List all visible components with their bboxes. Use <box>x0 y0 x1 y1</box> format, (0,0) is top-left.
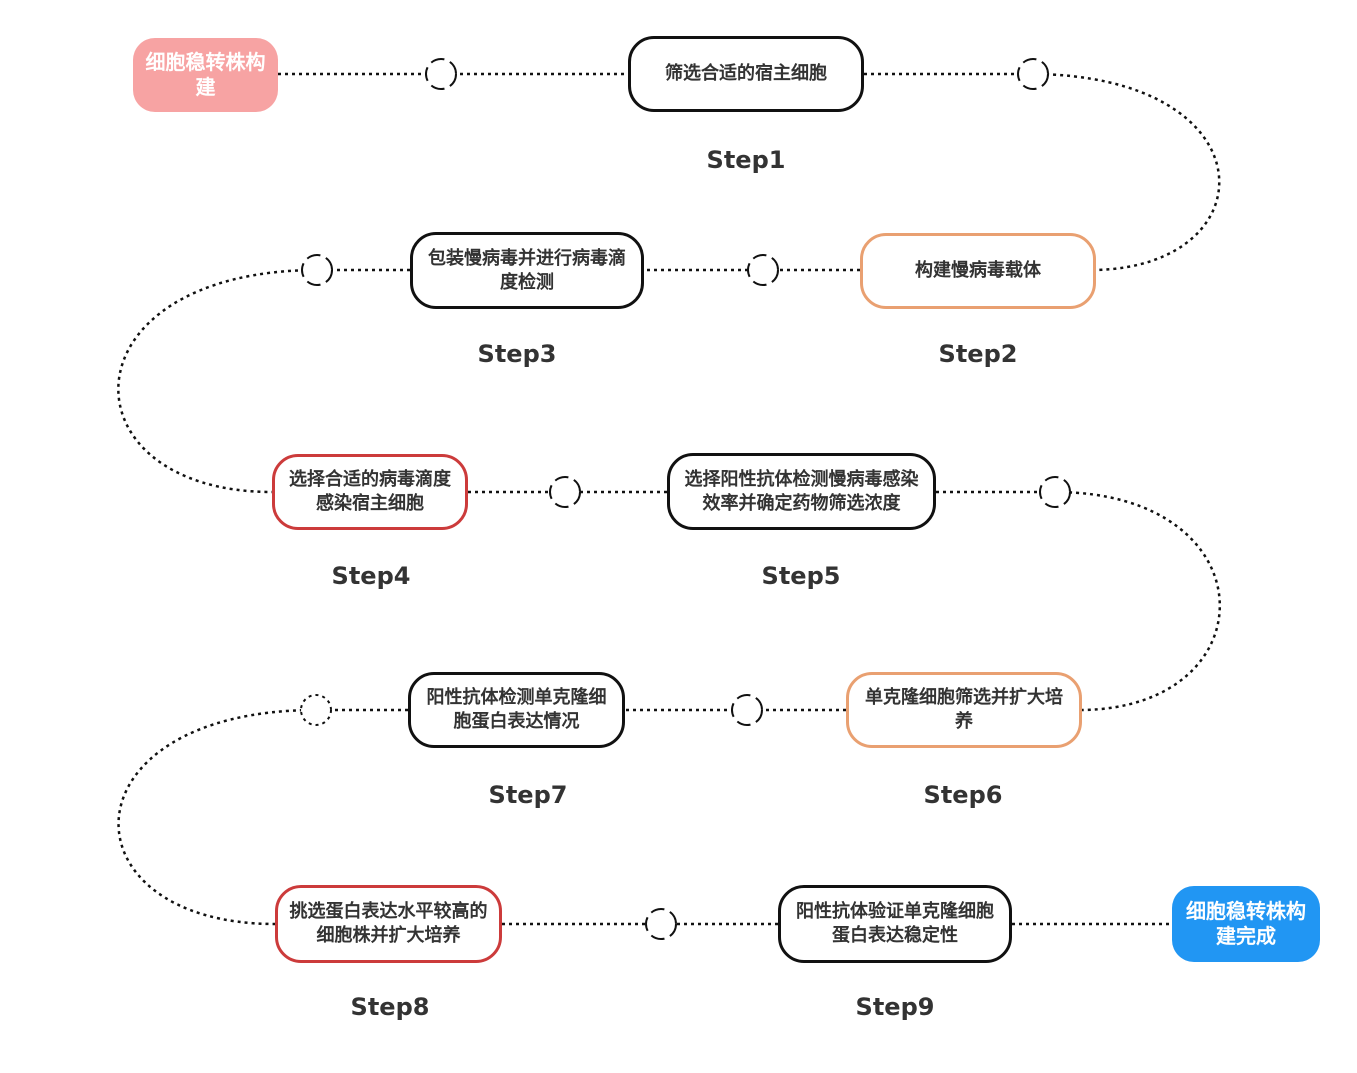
step2-text: 构建慢病毒载体 <box>915 260 1041 281</box>
step1-text: 筛选合适的宿主细胞 <box>665 63 827 84</box>
step2-label: Step2 <box>938 340 1018 368</box>
connector-node <box>1039 476 1071 508</box>
start-label: 细胞稳转株构建 <box>145 50 266 99</box>
connector-node <box>1017 58 1049 90</box>
connector-step3-step4 <box>117 268 410 494</box>
connector-step5-step6 <box>936 490 1222 712</box>
step2-box: 构建慢病毒载体 <box>860 233 1096 309</box>
step8-label: Step8 <box>350 993 430 1021</box>
step5-box: 选择阳性抗体检测慢病毒感染效率并确定药物筛选浓度 <box>667 453 936 530</box>
step9-label: Step9 <box>855 993 935 1021</box>
connector-node <box>301 254 333 286</box>
connector-node <box>425 58 457 90</box>
connector-step1-step2 <box>864 72 1221 272</box>
step4-label: Step4 <box>331 562 411 590</box>
start-pill: 细胞稳转株构建 <box>133 38 278 112</box>
step4-box: 选择合适的病毒滴度感染宿主细胞 <box>272 454 468 530</box>
step7-text: 阳性抗体检测单克隆细胞蛋白表达情况 <box>426 687 607 732</box>
step9-box: 阳性抗体验证单克隆细胞蛋白表达稳定性 <box>778 885 1012 963</box>
connector-step7-step8 <box>117 708 408 926</box>
step3-label: Step3 <box>477 340 557 368</box>
step3-box: 包装慢病毒并进行病毒滴度检测 <box>410 232 644 309</box>
connector-node <box>549 476 581 508</box>
connector-node <box>300 694 332 726</box>
step6-box: 单克隆细胞筛选并扩大培养 <box>846 672 1082 748</box>
end-pill: 细胞稳转株构建完成 <box>1172 886 1320 962</box>
end-label: 细胞稳转株构建完成 <box>1186 899 1306 948</box>
step1-box: 筛选合适的宿主细胞 <box>628 36 864 112</box>
step4-text: 选择合适的病毒滴度感染宿主细胞 <box>289 469 451 514</box>
step9-text: 阳性抗体验证单克隆细胞蛋白表达稳定性 <box>796 901 994 946</box>
connector-node <box>645 908 677 940</box>
step7-label: Step7 <box>488 781 568 809</box>
step7-box: 阳性抗体检测单克隆细胞蛋白表达情况 <box>408 672 625 748</box>
step1-label: Step1 <box>706 146 786 174</box>
step5-label: Step5 <box>761 562 841 590</box>
step6-label: Step6 <box>923 781 1003 809</box>
connector-node <box>747 254 779 286</box>
step6-text: 单克隆细胞筛选并扩大培养 <box>865 687 1063 732</box>
step3-text: 包装慢病毒并进行病毒滴度检测 <box>428 247 626 293</box>
step8-box: 挑选蛋白表达水平较高的细胞株并扩大培养 <box>275 885 502 963</box>
step5-text: 选择阳性抗体检测慢病毒感染效率并确定药物筛选浓度 <box>684 468 919 514</box>
step8-text: 挑选蛋白表达水平较高的细胞株并扩大培养 <box>289 901 488 946</box>
connector-node <box>731 694 763 726</box>
